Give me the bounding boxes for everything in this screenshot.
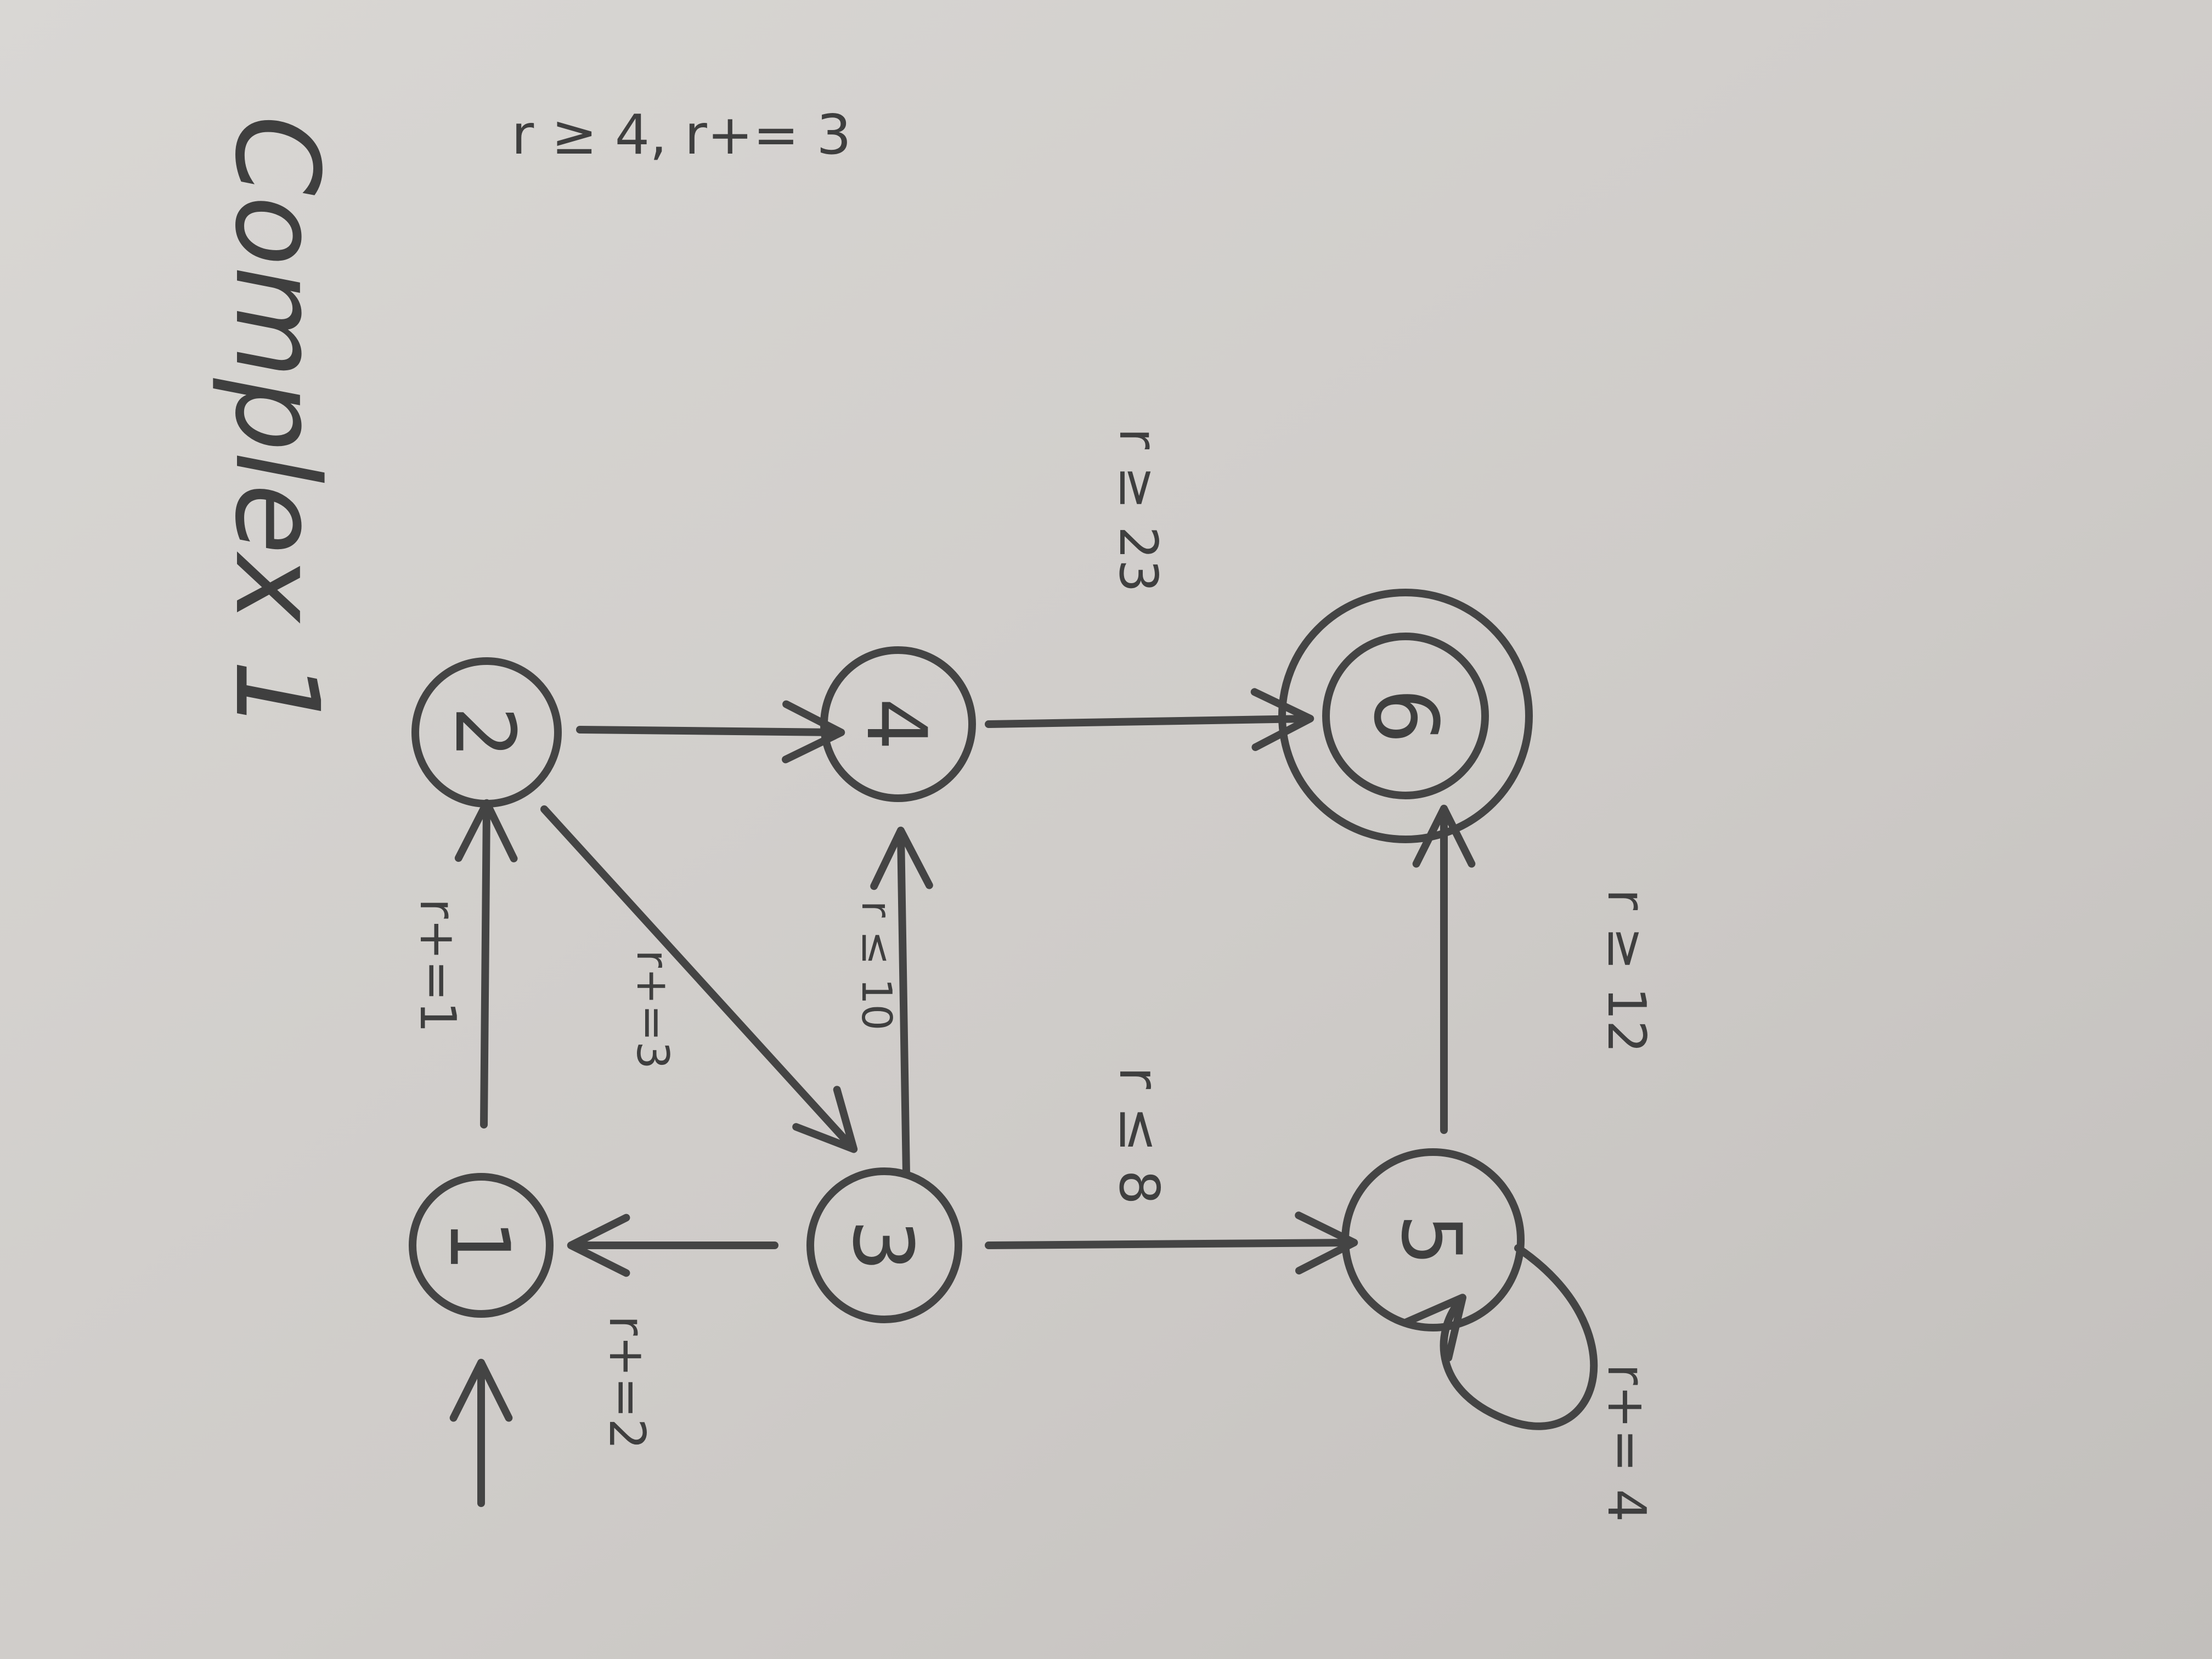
edge-5-5-loop-label: r+= 4 [1596,1364,1656,1522]
state-6-outer-circle [1278,589,1533,843]
state-nodes [409,589,1533,1331]
edge-3-1-label: r+=2 [598,1315,656,1449]
transition-edges [449,688,1598,1507]
edge-3-4-label: r ≤ 10 [853,901,901,1031]
state-3-label: 3 [834,1219,930,1271]
edge-4-6 [985,688,1314,751]
edge-4-6-label: r ≥ 23 [1108,428,1168,592]
edge-3-5-label: r ≤ 8 [1107,1066,1171,1205]
edge-3-4 [870,826,933,1178]
edge-5-6-label: r ≥ 12 [1596,889,1656,1053]
page-title: Complex 1 [210,115,344,732]
state-labels: 1 2 3 4 5 6 [431,688,1479,1272]
state-4-circle [820,646,976,802]
edge-1-2 [454,799,518,1128]
diagram-canvas: Complex 1 [210,103,1656,1522]
edge-5-5-loop [1402,1244,1598,1430]
state-1-label: 1 [431,1219,527,1271]
edge-2-3 [540,805,858,1153]
edge-2-4 [576,700,845,764]
state-5-label: 5 [1383,1214,1479,1266]
edge-2-3-label: r+=3 [627,950,678,1069]
state-6-label: 6 [1355,688,1457,744]
transition-labels: r+=1 r ≥ 4, r+= 3 r+=3 r ≤ 10 r+=2 r ≤ 8… [409,103,1656,1522]
state-3-circle [806,1167,962,1323]
state-2-circle [411,657,562,808]
state-2-label: 2 [437,706,532,758]
edge-1-2-label: r+=1 [409,898,466,1032]
state-1-circle [409,1173,554,1318]
state-5-circle [1341,1148,1525,1331]
edge-3-5 [985,1211,1358,1275]
state-4-label: 4 [848,698,944,750]
edge-2-4-label: r ≥ 4, r+= 3 [511,103,851,167]
state-6-inner-circle [1322,633,1489,799]
